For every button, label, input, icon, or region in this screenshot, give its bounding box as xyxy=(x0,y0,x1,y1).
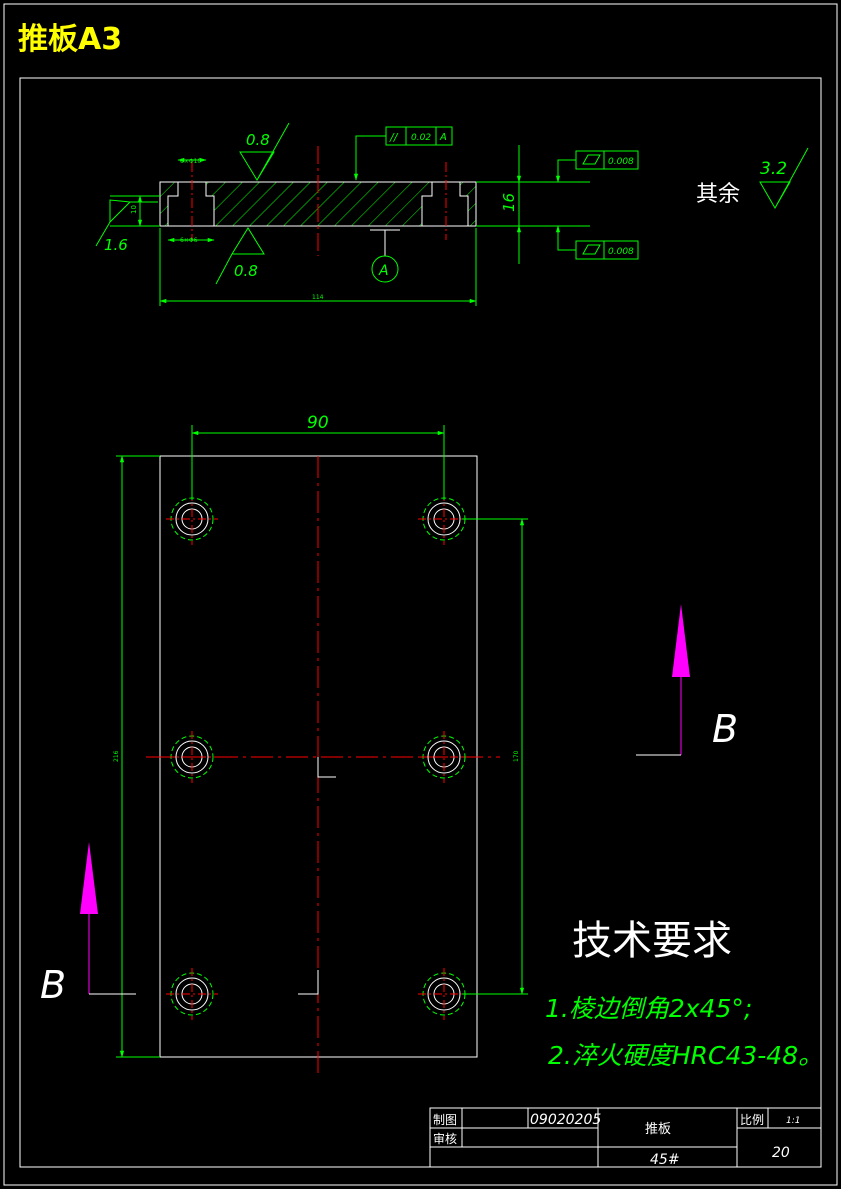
thickness-label: 16 xyxy=(500,193,518,212)
title-scale-label: 比例 xyxy=(740,1113,764,1127)
side-view xyxy=(95,122,809,306)
roughness-bottom-label: 0.8 xyxy=(234,262,258,280)
hole-label: 6×Φ6 xyxy=(180,237,198,244)
sheet-border xyxy=(3,3,838,1186)
title-quantity: 20 xyxy=(772,1145,790,1161)
counterbore-label: 6×Φ10 xyxy=(180,158,201,165)
roughness-bottom-symbol xyxy=(215,227,265,285)
counterbored-hole xyxy=(166,731,218,783)
hole-spacing-label: 90 xyxy=(307,413,329,433)
flatness-top-tolerance: 0.008 xyxy=(608,157,634,167)
roughness-left-symbol xyxy=(95,199,158,247)
length-label: 114 xyxy=(312,294,324,301)
section-label-right: B xyxy=(712,707,738,751)
holes xyxy=(166,493,470,1020)
title-drawing-no: 09020205 xyxy=(530,1112,601,1128)
datum-label: A xyxy=(378,263,389,279)
drawing-frame xyxy=(19,77,822,1168)
title-drawn-label: 制图 xyxy=(433,1113,457,1127)
other-roughness-value: 3.2 xyxy=(760,159,787,179)
counterbored-hole xyxy=(166,493,218,545)
roughness-top-symbol xyxy=(239,122,290,181)
section-arrow-right xyxy=(672,604,690,677)
flatness-bottom-frame xyxy=(575,240,639,260)
overall-length-label: 216 xyxy=(113,750,120,762)
parallelism-leader xyxy=(353,135,386,181)
title-material: 45# xyxy=(650,1152,680,1168)
roughness-left-label: 1.6 xyxy=(104,236,128,254)
counterbored-hole xyxy=(418,731,470,783)
other-roughness-symbol xyxy=(759,147,809,210)
sheet-title: 推板A3 xyxy=(18,22,123,57)
parallelism-frame xyxy=(385,126,453,146)
section-label-left: B xyxy=(40,963,66,1007)
title-block xyxy=(429,1107,822,1168)
counterbored-hole xyxy=(418,968,470,1020)
tech-req-item-1: 1.棱边倒角2x45°; xyxy=(545,994,752,1023)
datum-circle xyxy=(371,255,399,283)
tech-req-item-2: 2.淬火硬度HRC43-48。 xyxy=(548,1041,823,1070)
other-roughness-label: 其余 xyxy=(696,182,740,207)
title-scale-value: 1:1 xyxy=(786,1116,800,1126)
step-label: 10 xyxy=(130,205,138,214)
parallelism-tolerance: 0.02 xyxy=(411,133,431,143)
top-view xyxy=(80,425,690,1078)
parallelism-datum: A xyxy=(439,132,447,143)
section-arrow-left xyxy=(80,842,98,914)
roughness-top-label: 0.8 xyxy=(246,131,270,149)
tech-req-heading: 技术要求 xyxy=(572,918,732,964)
flatness-bottom-tolerance: 0.008 xyxy=(608,247,634,257)
counterbored-hole xyxy=(166,968,218,1020)
parallelism-symbol: // xyxy=(389,131,399,144)
title-check-label: 审核 xyxy=(433,1131,457,1146)
hole-pitch-label: 170 xyxy=(513,750,520,762)
title-part-name: 推板 xyxy=(645,1122,671,1137)
flatness-top-frame xyxy=(575,150,639,170)
